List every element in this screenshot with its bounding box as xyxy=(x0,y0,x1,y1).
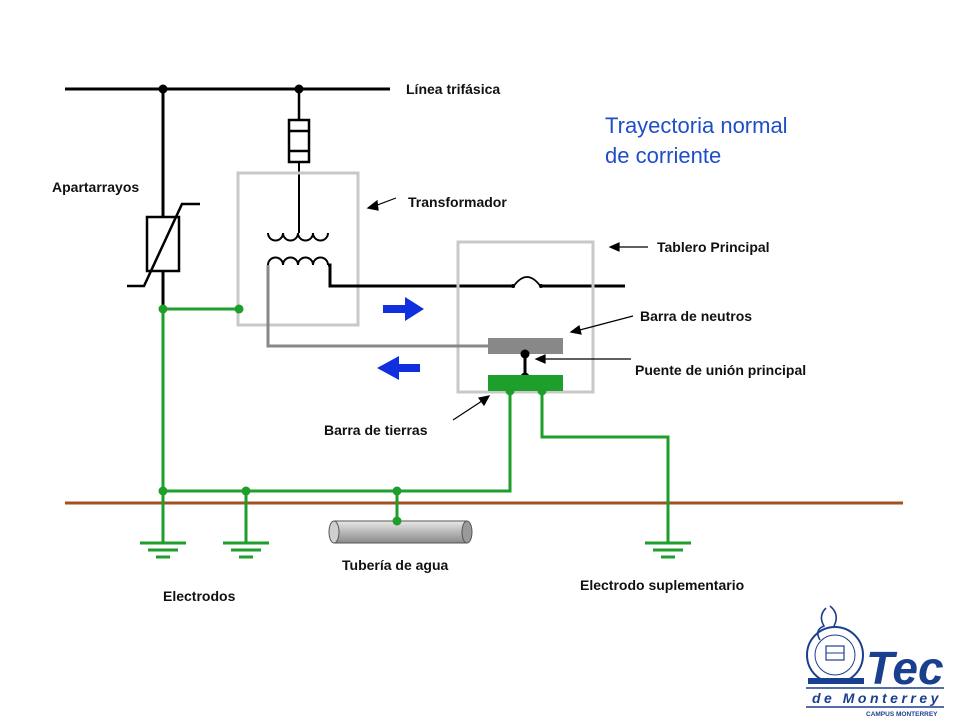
label-electrodos: Electrodos xyxy=(163,588,236,604)
panel-breaker-arc xyxy=(512,276,542,288)
node-ground-bar-left xyxy=(505,386,515,396)
pointer-ground-bar-head xyxy=(477,395,491,407)
node-transformer-ground xyxy=(234,304,244,314)
pointer-panel-head xyxy=(608,242,620,252)
node-water-pipe xyxy=(392,516,402,526)
transformer-box xyxy=(236,171,360,327)
pointer-ground-bar xyxy=(452,398,486,421)
node-bus-start xyxy=(158,486,168,496)
seal-icon xyxy=(806,605,864,684)
label-transformador: Transformador xyxy=(408,194,507,210)
ground-symbol-supplementary xyxy=(645,541,691,559)
neutral-bar xyxy=(488,338,563,354)
transformer-primary-coil xyxy=(267,232,329,242)
transformer-secondary-coil xyxy=(267,256,329,266)
jumper-node-top xyxy=(520,349,530,359)
label-apartarrayos: Apartarrayos xyxy=(52,179,139,195)
label-barra-tierras: Barra de tierras xyxy=(324,422,428,438)
breaker-contact-left xyxy=(511,284,515,288)
secondary-phase-conductor xyxy=(328,263,502,288)
pointer-bonding-jumper-head xyxy=(534,354,546,364)
logo-subtitle: de Monterrey xyxy=(812,690,942,706)
logo-campus: CAMPUS MONTERREY xyxy=(866,711,938,718)
arrow-left-icon xyxy=(377,356,420,380)
ground-wire-supplementary xyxy=(540,391,670,543)
pointer-transformer-head xyxy=(366,199,379,211)
label-tuberia-agua: Tubería de agua xyxy=(342,557,449,573)
ground-symbol-electrode2 xyxy=(223,541,269,559)
title-line-1: Trayectoria normal xyxy=(605,113,788,138)
tec-logo: Tec de Monterrey CAMPUS MONTERREY xyxy=(806,605,944,718)
title-line-2: de corriente xyxy=(605,143,721,168)
logo-brand: Tec xyxy=(866,642,944,694)
neutral-conductor xyxy=(266,265,488,348)
ground-bar xyxy=(488,375,563,391)
label-tablero-principal: Tablero Principal xyxy=(657,239,770,255)
arrow-right-icon xyxy=(383,297,424,321)
pointer-neutral-bar xyxy=(575,315,634,332)
label-linea-trifasica: Línea trifásica xyxy=(406,81,500,97)
label-electrodo-suplementario: Electrodo suplementario xyxy=(580,577,744,593)
label-puente-union: Puente de unión principal xyxy=(635,362,806,378)
main-panel-box xyxy=(456,240,595,394)
arrester-curve xyxy=(127,202,200,288)
ground-wire-bus xyxy=(163,391,512,493)
water-pipe-icon xyxy=(328,520,473,544)
pointer-neutral-bar-head xyxy=(569,324,582,335)
ground-symbol-electrode1 xyxy=(140,541,186,559)
fuse-icon xyxy=(287,118,311,164)
label-barra-neutros: Barra de neutros xyxy=(640,308,752,324)
node-ground-bar-right xyxy=(537,386,547,396)
